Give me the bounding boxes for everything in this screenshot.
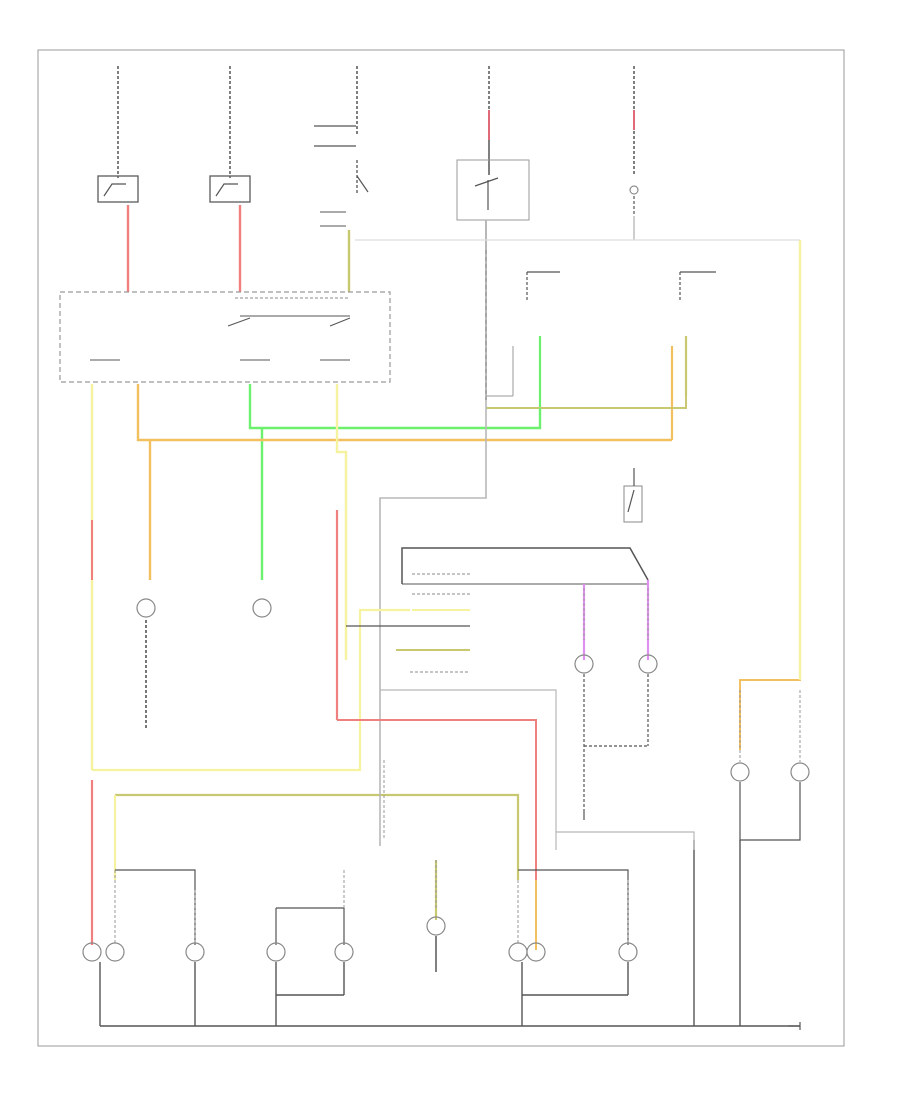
left-backup-lamp [574,654,594,674]
left-rear-side-marker [185,942,205,962]
turn-signal-switch [59,291,391,383]
left-front-park-lamp [526,271,560,302]
lamp-icon [730,762,750,782]
right-tail-lamp [508,942,546,962]
right-front-park-lamp [679,271,716,302]
right-lower-lamp-pair [730,690,810,841]
lamp-icon [618,942,638,962]
lamp-icon [638,654,658,674]
brake-lamp-switch [456,159,530,221]
lamp-icon [574,654,594,674]
ground-symbol-icon [788,1022,801,1030]
fuse-feed-wires [117,66,635,178]
right-flasher [209,175,251,203]
stop-lamp-switch [314,125,369,227]
connector-legend [346,573,470,673]
indicator-lamp-icon [252,598,272,618]
connector-outline [401,547,649,584]
license-lamps [266,942,354,962]
high-mount-stop-lamp [426,916,446,936]
lamp-icon [185,942,205,962]
left-turn-indicator [252,598,272,618]
lamp-icon [334,942,354,962]
left-flasher [97,175,139,203]
diagram-frame [37,49,845,1047]
lamp-icon [105,942,125,962]
indicator-node-icon [629,185,639,195]
right-turn-indicator [136,598,156,618]
lamp-icon [82,942,102,962]
right-backup-lamp [638,654,658,674]
indicator-lamp-icon [136,598,156,618]
flasher-output-wires [126,205,242,292]
transmission-switch [623,468,643,523]
lamp-icon [426,916,446,936]
lamp-icon [790,762,810,782]
lamp-icon [526,942,546,962]
lamp-icon [508,942,528,962]
right-rear-side-marker [618,942,638,962]
left-tail-lamp [82,942,125,962]
lamp-icon [266,942,286,962]
